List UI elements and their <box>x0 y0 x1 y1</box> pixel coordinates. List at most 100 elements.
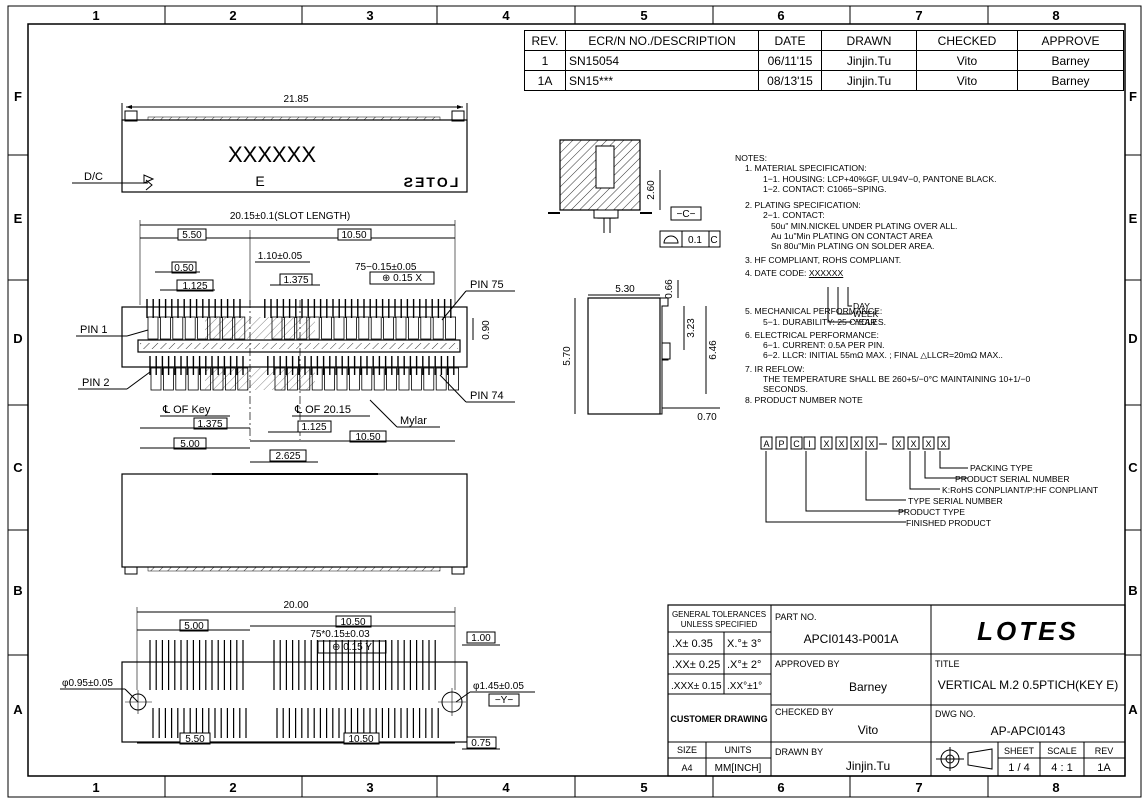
b-dim-5-00: 5.00 <box>180 439 200 450</box>
cl-2015: ℄ OF 20.15 <box>294 404 351 416</box>
dim-bb-10-50: 10.50 <box>348 734 373 745</box>
bottom-view: 20.00 5.00 10.50 75*0.15±0.03 ⊕ 0.15 Y 1… <box>60 600 535 750</box>
size-value: A4 <box>681 763 692 773</box>
zone-col-4: 4 <box>502 8 510 23</box>
drawn-cell: Jinjin.Tu <box>821 50 917 71</box>
zone-col-6: 6 <box>777 8 784 23</box>
drawn-col-header: DRAWN <box>821 30 917 51</box>
contact-cell <box>175 367 187 391</box>
contact-cell <box>345 316 357 340</box>
zone-col-1-bottom: 1 <box>92 780 99 795</box>
checked-by: Vito <box>858 723 879 737</box>
flatness-ref: C <box>710 235 717 246</box>
bottom-housing <box>121 661 468 743</box>
pn-box <box>937 436 950 450</box>
pn-box-char: A <box>763 439 769 449</box>
desc-cell: SN15*** <box>565 70 759 91</box>
note-4: 4. DATE CODE: XXXXXX <box>735 268 1135 278</box>
dim-5-70: 5.70 <box>562 346 573 366</box>
desc-col-header: ECR/N NO./DESCRIPTION <box>565 30 759 51</box>
top-view: 21.85 XXXXXX D/C E LOTES <box>72 94 468 193</box>
approved-label: APPROVED BY <box>775 659 840 669</box>
note-7-b: SECONDS. <box>763 384 808 395</box>
zone-col-8-bottom: 8 <box>1052 780 1059 795</box>
note-6: 6. ELECTRICAL PERFORMANCE: <box>745 329 879 340</box>
slot-length-dim: 20.15±0.1(SLOT LENGTH) <box>230 211 350 222</box>
lotes-logo: LOTES <box>977 616 1079 646</box>
mylar-label: Mylar <box>400 415 427 427</box>
customer-drawing: CUSTOMER DRAWING <box>670 714 767 724</box>
note-6-1: 6−1. CURRENT: 0.5A PER PIN. <box>763 340 885 351</box>
title-label: TITLE <box>935 659 960 669</box>
mirror-logo: LOTES <box>402 174 459 190</box>
hole-left-dim: φ0.95±0.05 <box>62 678 113 689</box>
sheet-label: SHEET <box>1004 746 1035 756</box>
dim-0-70: 0.70 <box>697 412 717 423</box>
dim-1-10: 1.10±0.05 <box>258 251 303 262</box>
note-2-c: Sn 80u"Min PLATING ON SOLDER AREA. <box>771 241 935 252</box>
dim-0-75: 0.75 <box>471 738 491 749</box>
zone-row-c-right: C <box>1128 460 1138 475</box>
pn-box <box>850 436 863 450</box>
date-code-ladder <box>827 287 852 323</box>
contact-cell <box>348 367 360 391</box>
dc-year: YEAR <box>853 317 876 327</box>
dim-1-00: 1.00 <box>471 633 491 644</box>
zone-col-6-bottom: 6 <box>777 780 784 795</box>
rev-label: REV <box>1095 746 1114 756</box>
tol-y: ⊕ 0.15 Y <box>332 642 372 653</box>
side-view: 5.30 5.70 0.66 3.23 6.46 0.70 <box>562 279 720 423</box>
drawn-label: DRAWN BY <box>775 747 823 757</box>
dim-1-125: 1.125 <box>182 281 207 292</box>
upper-pin-row <box>146 299 452 318</box>
dim-6-46: 6.46 <box>708 340 719 360</box>
dim-b-10-50: 10.50 <box>340 617 365 628</box>
rev-cell: 1A <box>524 70 566 91</box>
pn-box <box>865 436 878 450</box>
pin-2-label: PIN 2 <box>82 377 110 389</box>
contact-cell <box>370 316 382 340</box>
rev-cell: 1 <box>524 50 566 71</box>
projection-symbol-icon <box>936 747 993 771</box>
pin-view: 20.15±0.1(SLOT LENGTH) 5.50 10.50 0.50 1… <box>76 211 515 463</box>
revision-row: 1A SN15*** 08/13'15 Jinjin.Tu Vito Barne… <box>524 70 1124 91</box>
zone-row-f-right: F <box>1129 89 1137 104</box>
pin-1-label: PIN 1 <box>80 324 108 336</box>
zone-row-f: F <box>14 89 22 104</box>
contact-cell <box>361 367 373 391</box>
pn-box-char: X <box>895 439 901 449</box>
dc-label: D/C <box>84 171 103 183</box>
note-5: 5. MECHANICAL PERFORMANCE: <box>745 306 883 317</box>
zone-row-b-right: B <box>1128 583 1137 598</box>
contact-cell <box>435 367 447 391</box>
pn-label-finished: FINISHED PRODUCT <box>906 518 992 528</box>
notes-header: NOTES: <box>735 153 767 163</box>
checked-label: CHECKED BY <box>775 707 834 717</box>
pn-box <box>760 436 773 450</box>
zone-row-b: B <box>13 583 22 598</box>
dim-2-60: 2.60 <box>646 180 657 200</box>
pn-box-char: X <box>910 439 916 449</box>
pn-box-char: I <box>808 439 811 449</box>
contact-cell <box>386 367 398 391</box>
pn-label-packing: PACKING TYPE <box>970 463 1033 473</box>
checked-cell: Vito <box>916 70 1018 91</box>
revision-row: 1 SN15054 06/11'15 Jinjin.Tu Vito Barney <box>524 50 1124 71</box>
title-block-frame <box>667 604 1126 777</box>
b-dim-1-125: 1.125 <box>301 422 326 433</box>
drawn-cell: Jinjin.Tu <box>821 70 917 91</box>
dwg-no: AP-APCI0143 <box>991 724 1066 738</box>
date-col-header: DATE <box>758 30 822 51</box>
note-1-1: 1−1. HOUSING: LCP+40%GF, UL94V−0, PANTON… <box>763 173 997 184</box>
zone-col-3: 3 <box>366 8 373 23</box>
zone-col-7-bottom: 7 <box>915 780 922 795</box>
datum-c: −C− <box>677 209 696 220</box>
contact-cell <box>184 316 196 340</box>
pin-75-label: PIN 75 <box>470 279 504 291</box>
zone-row-e-right: E <box>1129 211 1138 226</box>
pin-74-label: PIN 74 <box>470 390 504 402</box>
inner-frame <box>27 23 1126 777</box>
note-3: 3. HF COMPLIANT, ROHS COMPLIANT. <box>745 254 902 265</box>
